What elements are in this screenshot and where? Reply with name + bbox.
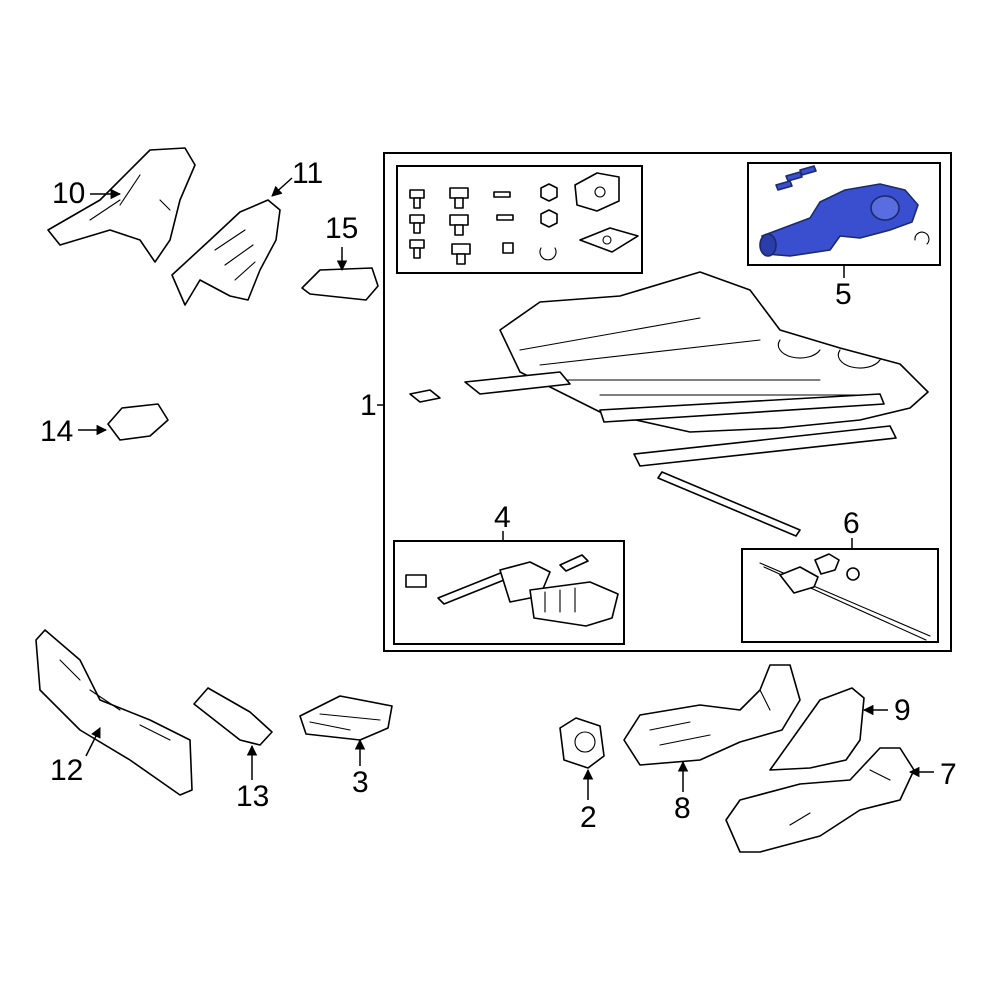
part-3	[299, 695, 393, 741]
callout-3: 3	[352, 738, 369, 799]
callout-13: 13	[236, 744, 269, 813]
svg-text:3: 3	[352, 766, 369, 799]
svg-text:4: 4	[494, 501, 511, 534]
callout-8: 8	[674, 760, 691, 825]
svg-text:8: 8	[674, 792, 691, 825]
svg-text:5: 5	[835, 278, 852, 311]
svg-text:1: 1	[360, 389, 377, 422]
callout-15: 15	[325, 212, 358, 272]
cable-icon	[759, 553, 931, 641]
motor-icon	[759, 165, 930, 257]
callout-10: 10	[52, 177, 122, 210]
svg-text:13: 13	[236, 780, 269, 813]
spindle-motor-icon	[405, 554, 619, 627]
part-9	[769, 687, 865, 771]
hardware-kit-box	[396, 165, 643, 274]
svg-text:15: 15	[325, 212, 358, 245]
svg-text:7: 7	[940, 758, 957, 791]
svg-text:6: 6	[843, 507, 860, 540]
callout-12: 12	[50, 727, 101, 787]
callout-1: 1	[360, 389, 384, 422]
callout-11: 11	[271, 157, 323, 197]
cable-box	[741, 548, 939, 643]
part-11	[171, 199, 281, 306]
bolt-icon	[409, 183, 558, 265]
callout-5: 5	[835, 266, 852, 311]
callout-4: 4	[494, 501, 511, 541]
seat-frame	[409, 271, 929, 537]
callout-2: 2	[580, 768, 597, 834]
part-8	[623, 664, 801, 766]
svg-text:11: 11	[292, 157, 323, 190]
svg-text:12: 12	[50, 754, 83, 787]
callout-7: 7	[908, 758, 957, 791]
bracket-icon	[574, 172, 639, 253]
callout-14: 14	[40, 415, 108, 448]
part-15	[301, 267, 379, 301]
svg-text:14: 14	[40, 415, 73, 448]
part-14	[107, 403, 169, 441]
motor-box	[747, 162, 941, 266]
svg-text:2: 2	[580, 801, 597, 834]
part-12	[35, 629, 193, 796]
part-10	[47, 147, 196, 263]
svg-text:10: 10	[52, 177, 85, 210]
part-13	[193, 687, 273, 746]
callout-6: 6	[843, 507, 860, 549]
part-2	[559, 717, 605, 769]
svg-text:9: 9	[894, 694, 911, 727]
motor-box-4	[393, 540, 625, 645]
callout-9: 9	[862, 694, 911, 727]
